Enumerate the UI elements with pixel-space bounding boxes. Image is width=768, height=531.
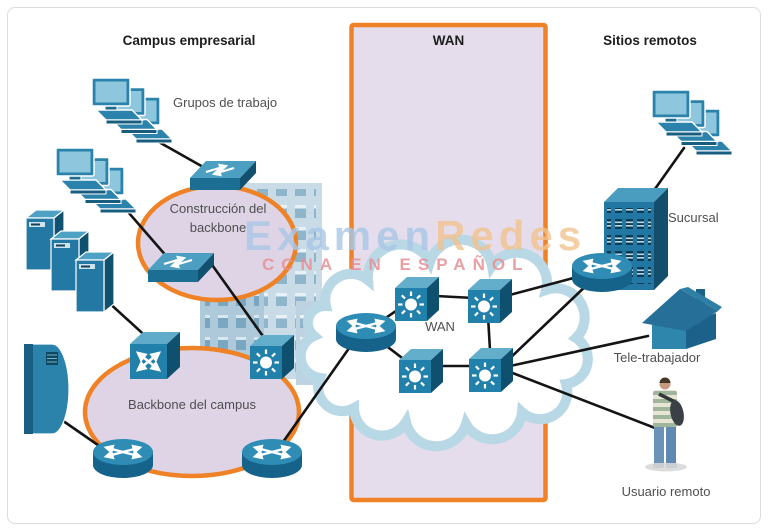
remote-user-person-icon xyxy=(643,375,689,474)
label-campus-backbone: Backbone del campus xyxy=(128,397,256,412)
server-group-icon xyxy=(26,210,114,312)
label-wan-cloud: WAN xyxy=(425,319,455,334)
title-remote-sites: Sitios remotos xyxy=(603,33,697,48)
label-remote-user: Usuario remoto xyxy=(621,484,711,499)
wan-router-icon xyxy=(336,313,396,352)
multilayer-switch-icon xyxy=(248,333,296,381)
title-campus: Campus empresarial xyxy=(122,33,256,48)
label-teleworker: Tele-trabajador xyxy=(613,350,701,365)
wan-cloud xyxy=(301,240,588,447)
router-icon xyxy=(242,439,302,478)
layer3-switch-icon xyxy=(130,332,180,379)
label-building-backbone-line2: backbone xyxy=(189,220,247,235)
branch-pcs-icon xyxy=(652,90,732,155)
teleworker-house-icon xyxy=(642,287,722,349)
wan-switch-icon xyxy=(397,347,445,395)
wan-switch-icon xyxy=(393,275,441,323)
label-building-backbone-line1: Construcción del xyxy=(169,201,267,216)
workstation-group-icon xyxy=(92,78,172,143)
branch-router-icon xyxy=(572,253,632,292)
label-workgroups: Grupos de trabajo xyxy=(173,95,278,110)
router-icon xyxy=(93,439,153,478)
wan-switch-icon xyxy=(467,346,515,394)
workstation-group-icon xyxy=(56,148,136,213)
label-branch: Sucursal xyxy=(668,210,719,225)
mainframe-icon xyxy=(23,343,70,435)
wan-switch-icon xyxy=(466,277,514,325)
label-building-backbone: Construcción del backbone xyxy=(143,199,293,237)
title-wan-band: WAN xyxy=(432,33,465,48)
